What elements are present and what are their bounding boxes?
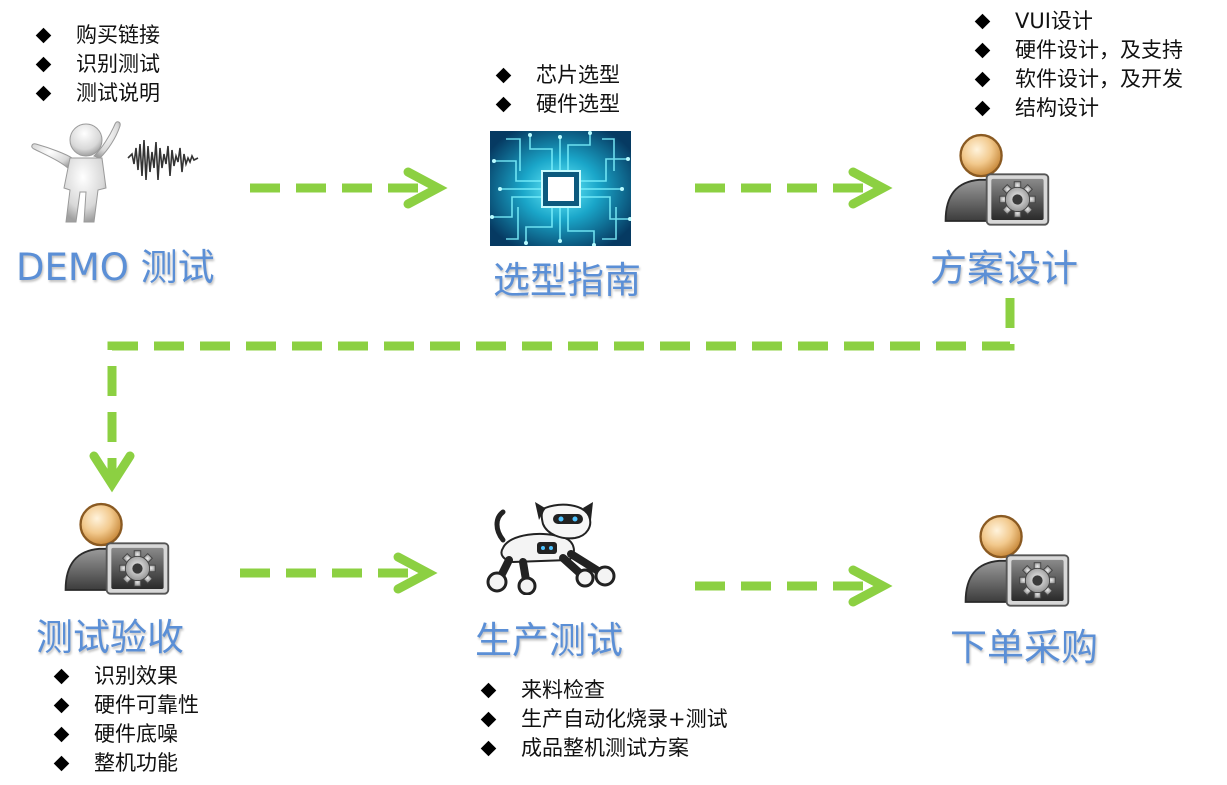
bullet-item: 成品整机测试方案	[480, 734, 728, 763]
diamond-bullet-icon	[480, 740, 497, 757]
diamond-bullet-icon	[53, 697, 70, 714]
chip-circuit-icon	[490, 131, 631, 246]
arrow-demo-to-selection	[250, 167, 448, 209]
user-settings-icon	[960, 509, 1072, 609]
diamond-bullet-icon	[480, 682, 497, 699]
bullet-item: 硬件底噪	[53, 720, 199, 749]
diamond-bullet-icon	[974, 100, 991, 117]
user-settings-icon	[60, 497, 172, 597]
production-bullet-list: 来料检查 生产自动化烧录+测试 成品整机测试方案	[480, 676, 728, 763]
stage-title-selection: 选型指南	[493, 259, 641, 302]
bullet-item: 识别测试	[35, 50, 160, 79]
diamond-bullet-icon	[35, 85, 52, 102]
diamond-bullet-icon	[974, 71, 991, 88]
bullet-item: 硬件设计，及支持	[974, 36, 1183, 65]
bullet-item: 来料检查	[480, 676, 728, 705]
bullet-item: VUI设计	[974, 7, 1183, 36]
demo-bullet-list: 购买链接 识别测试 测试说明	[35, 21, 160, 108]
stage-title-acceptance: 测试验收	[36, 616, 184, 659]
diamond-bullet-icon	[974, 13, 991, 30]
soundwave-icon	[127, 139, 199, 181]
user-settings-icon	[940, 128, 1052, 228]
diamond-bullet-icon	[495, 96, 512, 113]
bullet-item: 测试说明	[35, 79, 160, 108]
diamond-bullet-icon	[53, 755, 70, 772]
arrow-acceptance-to-production	[240, 552, 438, 594]
diamond-bullet-icon	[53, 668, 70, 685]
bullet-item: 芯片选型	[495, 61, 620, 90]
robot-dog-icon	[486, 502, 616, 595]
diamond-bullet-icon	[495, 67, 512, 84]
diamond-bullet-icon	[53, 726, 70, 743]
bullet-item: 整机功能	[53, 749, 199, 778]
bullet-item: 硬件可靠性	[53, 691, 199, 720]
diamond-bullet-icon	[480, 711, 497, 728]
diamond-bullet-icon	[35, 27, 52, 44]
bullet-item: 软件设计，及开发	[974, 65, 1183, 94]
person-with-soundwave-icon	[31, 121, 199, 223]
acceptance-bullet-list: 识别效果 硬件可靠性 硬件底噪 整机功能	[53, 662, 199, 778]
design-bullet-list: VUI设计 硬件设计，及支持 软件设计，及开发 结构设计	[974, 7, 1183, 123]
stage-title-design: 方案设计	[930, 247, 1078, 290]
bullet-item: 结构设计	[974, 94, 1183, 123]
diamond-bullet-icon	[35, 56, 52, 73]
selection-bullet-list: 芯片选型 硬件选型	[495, 61, 620, 119]
stage-title-demo: DEMO 测试	[16, 246, 215, 289]
bullet-item: 识别效果	[53, 662, 199, 691]
arrow-selection-to-design	[695, 167, 893, 209]
diamond-bullet-icon	[974, 42, 991, 59]
stage-title-purchase: 下单采购	[950, 626, 1098, 669]
bullet-item: 购买链接	[35, 21, 160, 50]
bullet-item: 生产自动化烧录+测试	[480, 705, 728, 734]
bullet-item: 硬件选型	[495, 90, 620, 119]
stage-title-production: 生产测试	[475, 619, 623, 662]
arrow-production-to-purchase	[695, 565, 893, 607]
arrow-design-to-acceptance	[89, 298, 1015, 493]
